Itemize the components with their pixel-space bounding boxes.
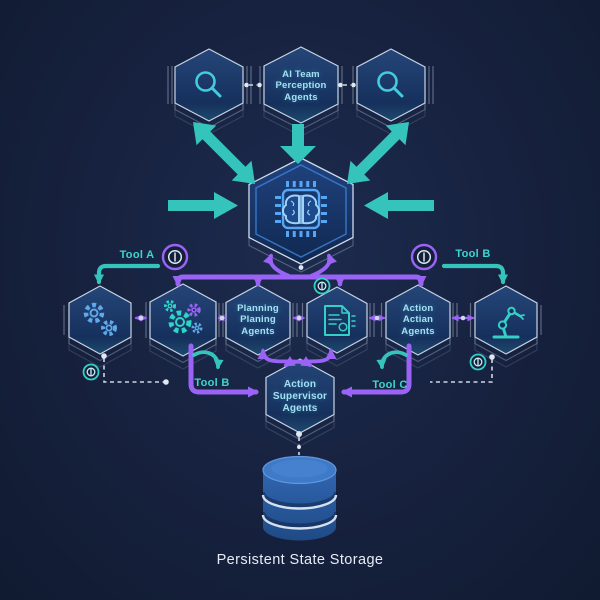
teal-connectors — [94, 263, 508, 370]
dashed-links — [103, 84, 493, 455]
robot-arm-icon — [492, 306, 525, 339]
multi-gears-icon — [164, 300, 203, 334]
database-icon — [261, 455, 338, 541]
connector-dots — [138, 315, 466, 321]
arrow-right-icon — [168, 192, 238, 219]
arrow-left-icon — [364, 192, 434, 219]
node-document — [306, 286, 368, 367]
node-perception-left — [174, 48, 244, 135]
node-robot — [474, 285, 538, 368]
purple-connectors — [134, 253, 475, 398]
node-gears — [68, 285, 132, 368]
brain-chip-icon — [275, 181, 327, 237]
search-icon — [377, 71, 404, 98]
info-icon — [86, 367, 96, 377]
info-badge-purple-right — [410, 243, 438, 271]
power-info-icon — [416, 249, 432, 265]
node-perception-right — [356, 48, 426, 135]
arrow-down-icon — [280, 124, 316, 164]
info-badge-teal-left — [82, 363, 100, 381]
node-action — [385, 284, 451, 369]
perception-flow-arrows — [168, 122, 434, 219]
info-badge-teal-right — [469, 353, 487, 371]
arrow-diagonal-left-icon — [193, 122, 255, 184]
link-dots — [101, 82, 495, 449]
arrow-diagonal-right-icon — [347, 122, 409, 184]
document-gear-icon — [324, 305, 356, 336]
power-info-icon — [167, 249, 183, 265]
node-perception-center — [263, 46, 339, 137]
info-badge-purple-left — [161, 243, 189, 271]
info-icon — [473, 357, 483, 367]
search-icon — [195, 71, 222, 98]
node-orchestrator — [248, 157, 354, 273]
node-planning — [225, 284, 291, 369]
info-icon — [317, 281, 327, 291]
gears-icon — [83, 302, 117, 336]
info-badge-teal-document — [313, 277, 331, 295]
node-multi-gears — [149, 283, 217, 370]
